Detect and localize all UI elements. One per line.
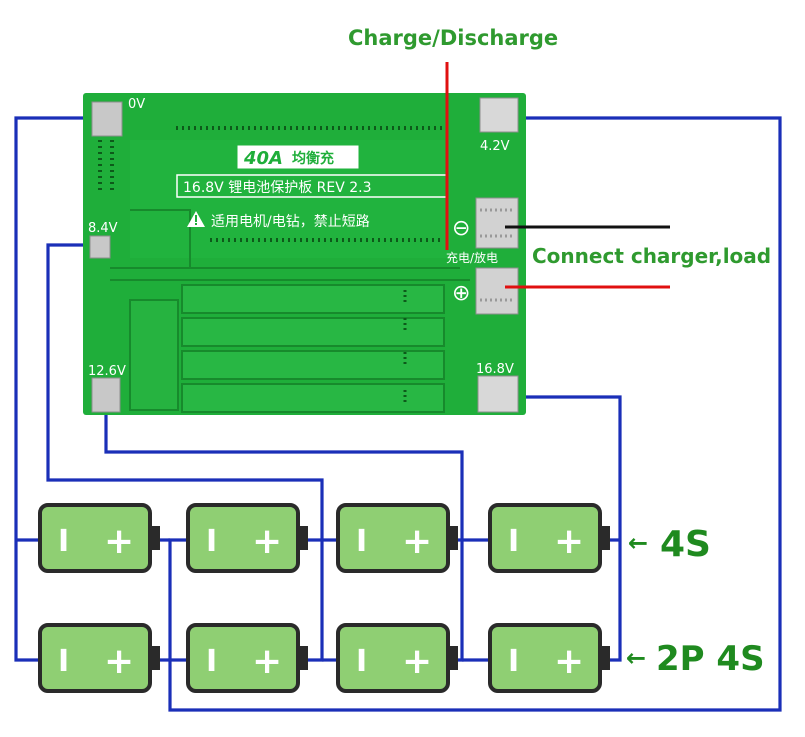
connect-charger-load-label: Connect charger,load — [532, 244, 771, 268]
battery-minus-sign: I — [58, 524, 69, 559]
minus-symbol: ⊖ — [452, 216, 470, 241]
battery-terminal-cap — [600, 646, 610, 670]
label-0v: 0V — [128, 97, 145, 112]
charge-discharge-port-label: 充电/放电 — [446, 250, 498, 265]
battery-terminal-cap — [298, 526, 308, 550]
battery-cell: I+ — [336, 503, 458, 573]
battery-array: I+I+I+I+I+I+I+I+ — [38, 503, 610, 693]
battery-plus-sign: + — [252, 521, 282, 562]
battery-minus-sign: I — [206, 524, 217, 559]
battery-plus-sign: + — [402, 521, 432, 562]
battery-plus-sign: + — [402, 641, 432, 682]
label-16-8v: 16.8V — [476, 362, 514, 377]
battery-plus-sign: + — [554, 641, 584, 682]
plus-symbol: ⊕ — [452, 281, 470, 306]
output-pad-minus — [475, 197, 519, 249]
battery-cell: I+ — [38, 623, 160, 693]
battery-plus-sign: + — [104, 521, 134, 562]
pad-16-8v — [477, 375, 519, 413]
battery-minus-sign: I — [356, 524, 367, 559]
pad-0v — [91, 101, 123, 137]
battery-cell: I+ — [186, 503, 308, 573]
battery-terminal-cap — [600, 526, 610, 550]
row-label-4s: 4S — [660, 524, 711, 565]
battery-minus-sign: I — [58, 644, 69, 679]
warning-text: 适用电机/电钻，禁止短路 — [211, 214, 370, 230]
battery-terminal-cap — [150, 526, 160, 550]
battery-cell: I+ — [186, 623, 308, 693]
label-4-2v: 4.2V — [480, 139, 510, 154]
battery-cell: I+ — [336, 623, 458, 693]
charger-load-wires — [445, 62, 670, 289]
battery-cell: I+ — [38, 503, 160, 573]
battery-terminal-cap — [448, 646, 458, 670]
pad-4-2v — [479, 97, 519, 133]
battery-minus-sign: I — [356, 644, 367, 679]
battery-terminal-cap — [150, 646, 160, 670]
battery-minus-sign: I — [206, 644, 217, 679]
board-title: 16.8V 锂电池保护板 REV 2.3 — [183, 180, 372, 196]
pad-12-6v — [91, 377, 121, 413]
label-12-6v: 12.6V — [88, 364, 126, 379]
battery-minus-sign: I — [508, 644, 519, 679]
battery-plus-sign: + — [252, 641, 282, 682]
output-pad-plus — [475, 267, 519, 315]
model-badge: 40A — [243, 148, 283, 169]
battery-plus-sign: + — [554, 521, 584, 562]
label-8-4v: 8.4V — [88, 221, 118, 236]
battery-cell: I+ — [488, 503, 610, 573]
battery-terminal-cap — [298, 646, 308, 670]
charge-discharge-label: Charge/Discharge — [348, 26, 558, 50]
row-label-2p4s: 2P 4S — [656, 639, 765, 679]
model-badge-cn: 均衡充 — [292, 150, 334, 167]
battery-minus-sign: I — [508, 524, 519, 559]
pad-8-4v — [89, 235, 111, 259]
row-arrow-2p4s: ← — [626, 644, 646, 672]
battery-terminal-cap — [448, 526, 458, 550]
battery-plus-sign: + — [104, 641, 134, 682]
row-arrow-4s: ← — [628, 529, 648, 557]
bms-pcb-board: 40A 均衡充 16.8V 锂电池保护板 REV 2.3 适用电机/电钻，禁止短… — [83, 93, 526, 415]
battery-cell: I+ — [488, 623, 610, 693]
model-badge-box — [237, 145, 359, 169]
